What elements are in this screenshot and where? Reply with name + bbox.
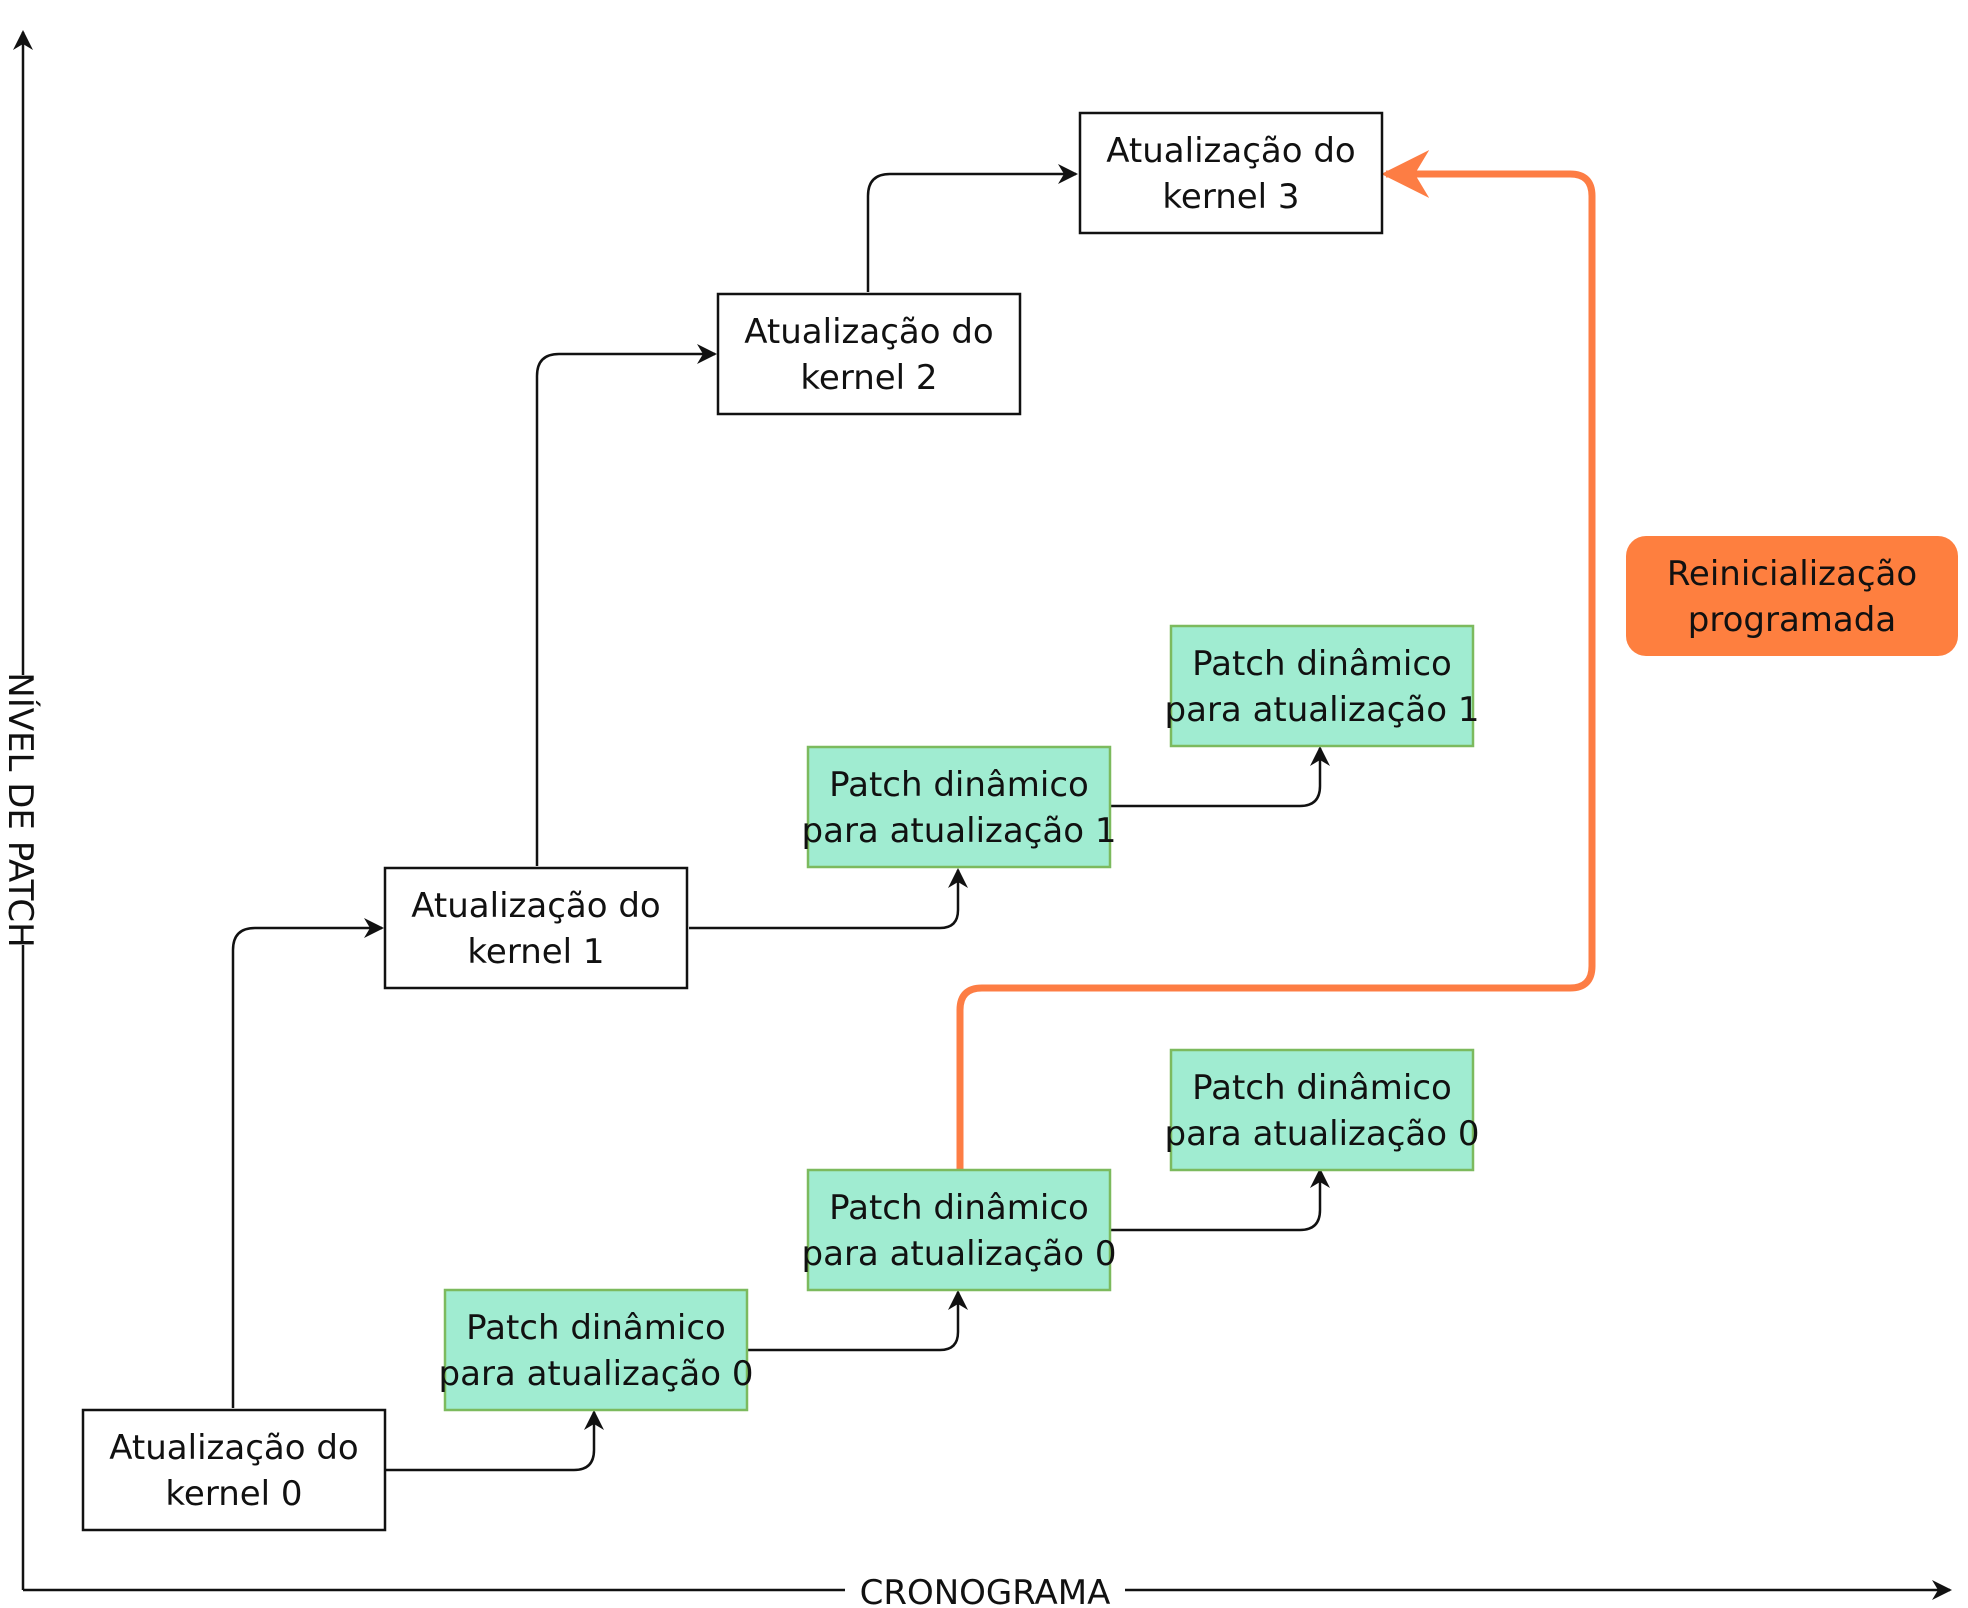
x-axis-label: CRONOGRAMA <box>860 1573 1111 1608</box>
patch-box-update0-c[interactable]: Patch dinâmico para atualização 0 <box>1165 1048 1480 1172</box>
patch-0a-line1: Patch dinâmico <box>466 1308 726 1348</box>
patch-box-update1-a[interactable]: Patch dinâmico para atualização 1 <box>802 745 1117 869</box>
patch-box-update1-b[interactable]: Patch dinâmico para atualização 1 <box>1165 624 1480 748</box>
patch-box-update0-b[interactable]: Patch dinâmico para atualização 0 <box>802 1168 1117 1292</box>
patch-0a-line2: para atualização 0 <box>439 1354 754 1394</box>
patch-1a-line2: para atualização 1 <box>802 811 1117 851</box>
kernel-2-line1: Atualização do <box>744 312 993 352</box>
patch-0b-line2: para atualização 0 <box>802 1234 1117 1274</box>
connectors <box>231 164 1330 1472</box>
kernel-update-3[interactable]: Atualização do kernel 3 <box>1078 111 1384 235</box>
patch-box-update0-a[interactable]: Patch dinâmico para atualização 0 <box>439 1288 754 1412</box>
patch-1b-line2: para atualização 1 <box>1165 690 1480 730</box>
kernel-0-line1: Atualização do <box>109 1428 358 1468</box>
kernel-3-line1: Atualização do <box>1106 131 1355 171</box>
patch-1b-line1: Patch dinâmico <box>1192 644 1452 684</box>
patch-1a-line1: Patch dinâmico <box>829 765 1089 805</box>
patch-0c-line2: para atualização 0 <box>1165 1114 1480 1154</box>
patch-0b-line1: Patch dinâmico <box>829 1188 1089 1228</box>
kernel-update-2[interactable]: Atualização do kernel 2 <box>716 292 1022 416</box>
restart-arrow <box>956 150 1596 1172</box>
kernel-1-line1: Atualização do <box>411 886 660 926</box>
connector-k0-k1 <box>231 918 384 1408</box>
connector-p1a-p1b <box>1108 746 1330 808</box>
scheduled-restart-box[interactable]: Reinicialização programada <box>1626 536 1958 656</box>
kernel-3-line2: kernel 3 <box>1162 177 1299 217</box>
kernel-update-1[interactable]: Atualização do kernel 1 <box>383 866 689 990</box>
kernel-2-line2: kernel 2 <box>800 358 937 398</box>
connector-k1-p1a <box>689 868 968 930</box>
y-axis-label: NÍVEL DE PATCH <box>0 672 41 947</box>
restart-line1: Reinicialização <box>1667 554 1917 594</box>
connector-p0a-p0b <box>746 1290 968 1352</box>
connector-k2-k3 <box>866 164 1078 292</box>
connector-k1-k2 <box>535 344 717 866</box>
connector-p0b-p0c <box>1108 1168 1330 1232</box>
patch-0c-line1: Patch dinâmico <box>1192 1068 1452 1108</box>
kernel-1-line2: kernel 1 <box>467 932 604 972</box>
kernel-0-line2: kernel 0 <box>165 1474 302 1514</box>
kernel-update-0[interactable]: Atualização do kernel 0 <box>81 1408 387 1532</box>
restart-line2: programada <box>1688 600 1896 640</box>
connector-k0-p0a <box>386 1410 604 1472</box>
